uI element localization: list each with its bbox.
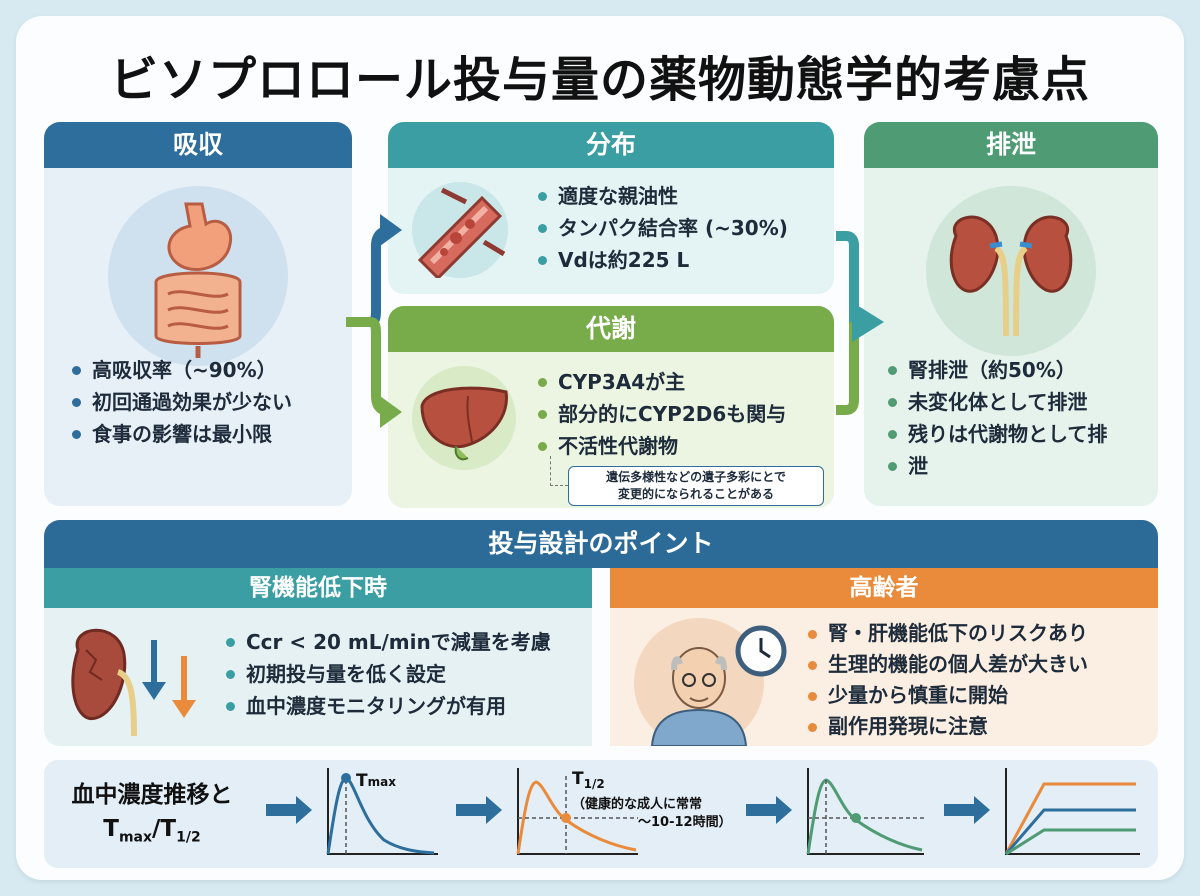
timeline-graphics: Tmax T1/2 （健康的な成人に常常 〜10-12時間）: [266, 768, 1140, 856]
tmax-curve-chart: Tmax: [326, 768, 438, 855]
arrowhead-icon: [380, 214, 402, 246]
list-item: 高吸収率（~90%）: [70, 354, 292, 386]
arrow-icon: [456, 796, 502, 824]
arrow-icon: [746, 796, 792, 824]
list-item: 生理的機能の個人差が大きい: [806, 649, 1088, 680]
elderly-bullets: 腎・肝機能低下のリスクあり 生理的機能の個人差が大きい 少量から慎重に開始 副作…: [806, 618, 1088, 742]
list-item: タンパク結合率 (~30%): [536, 212, 788, 244]
arrow-icon: [266, 796, 312, 824]
tmax-point: [341, 773, 351, 783]
note-leader-line: [550, 456, 568, 486]
excretion-bullets: 腎排泄（約50%） 未変化体として排泄 残りは代謝物として排 泄: [886, 354, 1107, 482]
note-line: 遺伝多様性などの遺子多彩にとで: [606, 470, 786, 484]
clock-icon: [734, 624, 788, 682]
list-item: 未変化体として排泄: [886, 386, 1107, 418]
list-item-continuation: 泄: [886, 450, 1107, 482]
distribution-bullets: 適度な親油性 タンパク結合率 (~30%) Vdは約225 L: [536, 180, 788, 276]
label-max-subscript: max: [118, 829, 153, 846]
dosing-heading: 投与設計のポイント: [44, 520, 1158, 568]
page-title: ビソプロロール投与量の薬物動態学的考慮点: [109, 52, 1090, 108]
blood-vessel-icon: [412, 182, 508, 281]
curve-point: [851, 813, 861, 823]
arrow-icon: [944, 796, 990, 824]
svg-text:Tmax: Tmax: [356, 771, 396, 791]
elimination-curve-chart: [806, 768, 924, 855]
list-item: 部分的にCYP2D6も関与: [536, 398, 786, 430]
metabolism-note: 遺伝多様性などの遺子多彩にとで 変更的になられることがある: [568, 466, 824, 506]
list-item: 副作用発現に注意: [806, 711, 1088, 742]
label-half-subscript: 1/2: [176, 829, 201, 846]
list-item: 残りは代謝物として排: [886, 418, 1107, 450]
list-item: 適度な親油性: [536, 180, 788, 212]
flow-arrows: [346, 214, 884, 428]
list-item: Vdは約225 L: [536, 244, 788, 276]
tmax-subscript: max: [368, 775, 397, 789]
list-item: 腎排泄（約50%）: [886, 354, 1107, 386]
distribution-heading: 分布: [388, 122, 834, 168]
metabolism-panel: 代謝 CYP3A4が主 部分的にCYP2D6も関与 不活性代謝物 遺伝多様性など…: [388, 306, 834, 508]
elderly-panel: 高齢者 腎・肝機能低下のリスクあり 生理的機能の個人差が大きい 少量から慎重に開…: [610, 568, 1158, 746]
thalf-note-line: （健康的な成人に常常: [572, 796, 702, 812]
metabolism-bullets: CYP3A4が主 部分的にCYP2D6も関与 不活性代謝物: [536, 366, 786, 462]
list-item: 食事の影響は最小限: [70, 418, 292, 450]
arrow-to-excretion-top: [836, 231, 859, 327]
distribution-panel: 分布 適度な親油性 タンパク結合率 (~30%) Vdは約225 L: [388, 122, 834, 294]
list-item: 腎・肝機能低下のリスクあり: [806, 618, 1088, 649]
arrow-to-distribution: [346, 225, 395, 327]
list-item: CYP3A4が主: [536, 366, 786, 398]
list-item: 初期投与量を低く設定: [224, 658, 551, 690]
concentration-timeline: 血中濃度推移と Tmax/T1/2 Tmax T1/2 （健康的な成人に常常: [44, 760, 1158, 868]
metabolism-heading: 代謝: [388, 306, 834, 352]
arrowhead-icon: [852, 302, 884, 342]
thalf-curve-chart: T1/2 （健康的な成人に常常 〜10-12時間）: [516, 768, 732, 855]
renal-heading: 腎機能低下時: [44, 568, 592, 608]
svg-text:T1/2: T1/2: [572, 769, 605, 791]
tmax-label: T: [356, 771, 368, 791]
timeline-label-line: 血中濃度推移と: [71, 782, 233, 808]
list-item: 初回通過効果が少ない: [70, 386, 292, 418]
thalf-note-line: 〜10-12時間）: [638, 814, 732, 830]
steady-state-chart: [1004, 768, 1140, 856]
timeline-label-line: Tmax/T1/2: [54, 812, 250, 855]
liver-icon: [412, 366, 516, 470]
thalf-label: T: [572, 769, 584, 789]
elderly-heading: 高齢者: [610, 568, 1158, 608]
stomach-intestine-icon: [108, 186, 288, 366]
timeline-label: 血中濃度推移と Tmax/T1/2: [54, 778, 250, 855]
thalf-subscript: 1/2: [584, 777, 605, 791]
list-item: 不活性代謝物: [536, 430, 786, 462]
label-t: T: [103, 816, 119, 842]
renal-bullets: Ccr < 20 mL/minで減量を考慮 初期投与量を低く設定 血中濃度モニタ…: [224, 626, 551, 722]
label-slash-t: /T: [152, 816, 177, 842]
note-line: 変更的になられることがある: [617, 487, 774, 501]
list-item: 少量から慎重に開始: [806, 680, 1088, 711]
absorption-bullets: 高吸収率（~90%） 初回通過効果が少ない 食事の影響は最小限: [70, 354, 292, 450]
damaged-kidney-icon: [62, 620, 212, 744]
absorption-heading: 吸収: [44, 122, 352, 168]
arrowhead-icon: [380, 396, 402, 428]
arrow-to-metabolism: [346, 317, 395, 417]
list-item: 血中濃度モニタリングが有用: [224, 690, 551, 722]
list-item: Ccr < 20 mL/minで減量を考慮: [224, 626, 551, 658]
absorption-panel: 吸収 高吸収率（~90%） 初回通過効果が少ない 食事の影響は最小限: [44, 122, 352, 506]
renal-impairment-panel: 腎機能低下時 Ccr < 20 mL/minで減量を考慮 初期投与量を低く設定 …: [44, 568, 592, 746]
excretion-heading: 排泄: [864, 122, 1158, 168]
kidneys-icon: [926, 186, 1096, 356]
thalf-point: [561, 813, 571, 823]
excretion-panel: 排泄 腎排泄（約50%） 未変化体として排泄 残りは代謝物として排 泄: [864, 122, 1158, 506]
arrow-to-excretion-bottom: [836, 322, 859, 415]
